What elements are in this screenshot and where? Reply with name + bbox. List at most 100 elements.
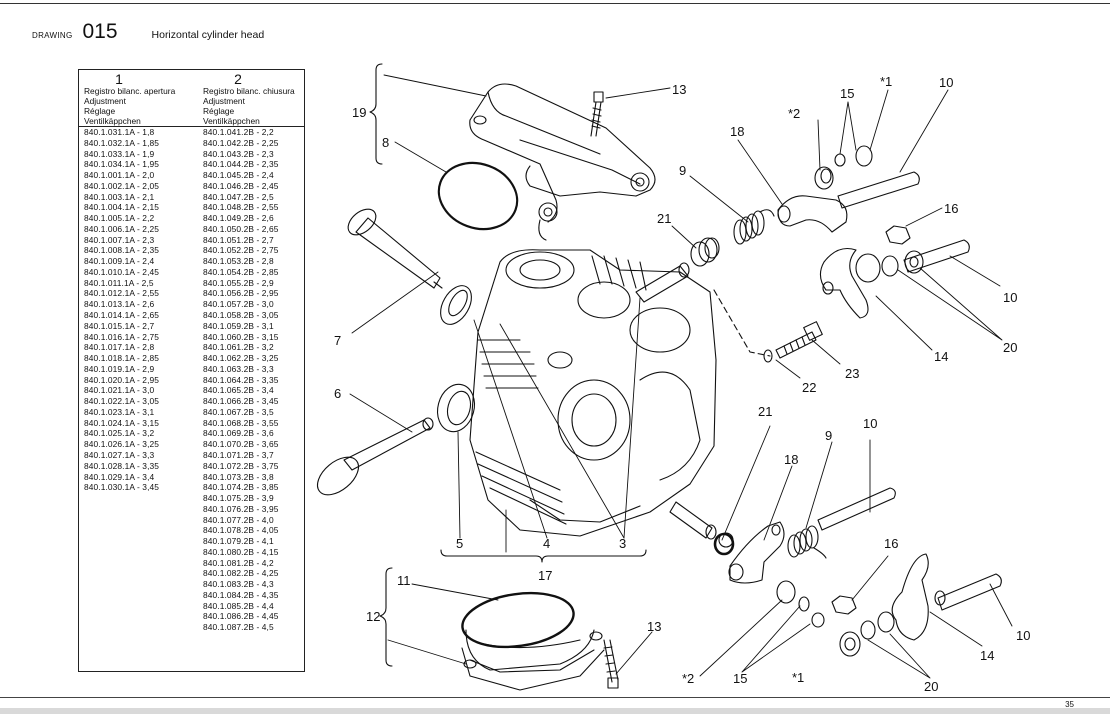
table-row: 840.1.053.2B - 2,8 (203, 256, 274, 267)
intake-manifold (461, 591, 605, 691)
column-heading-line: Registro bilanc. apertura (84, 86, 176, 96)
table-row: 840.1.067.2B - 3,5 (203, 406, 274, 417)
table-row: 840.1.009.1A - 2,4 (84, 256, 155, 267)
page-number: 35 (1065, 700, 1074, 709)
callout-9-bottom: 9 (825, 428, 832, 443)
callout-16-bottom: 16 (884, 536, 898, 551)
table-row: 840.1.054.2B - 2,85 (203, 266, 279, 277)
bracket-12 (379, 567, 393, 667)
table-row: 840.1.029.1A - 3,4 (84, 471, 155, 482)
table-row: 840.1.071.2B - 3,7 (203, 449, 274, 460)
table-row: 840.1.020.1A - 2,95 (84, 374, 160, 385)
nut-16-top (885, 225, 911, 245)
table-header-divider (79, 126, 304, 127)
callout-15-top: 15 (840, 86, 854, 101)
column-heading-line: Adjustment (84, 96, 126, 106)
callout-21-top: 21 (657, 211, 671, 226)
table-row: 840.1.069.2B - 3,6 (203, 428, 274, 439)
valve-6 (316, 417, 434, 496)
table-row: 840.1.018.1A - 2,85 (84, 353, 160, 364)
callout-star1-top: *1 (880, 74, 892, 89)
valve-7 (347, 208, 443, 289)
callout-star2-top: *2 (788, 106, 800, 121)
rocker-top (777, 195, 848, 233)
valve-guide-bottom (669, 501, 713, 539)
leader-lines (349, 74, 1013, 679)
shaft-10-mid (903, 239, 970, 273)
callout-3: 3 (619, 536, 626, 551)
callout-20-bottom: 20 (924, 679, 938, 694)
table-row: 840.1.070.2B - 3,65 (203, 439, 279, 450)
table-row: 840.1.077.2B - 4,0 (203, 514, 274, 525)
drawing-number: 015 (82, 20, 118, 43)
nut-16-bottom (831, 595, 857, 615)
table-row: 840.1.015.1A - 2,7 (84, 320, 155, 331)
callout-8: 8 (382, 135, 389, 150)
footer-rule (0, 697, 1110, 698)
o-ring-8 (437, 161, 519, 231)
table-row: 840.1.066.2B - 3,45 (203, 396, 279, 407)
table-row: 840.1.026.1A - 3,25 (84, 439, 160, 450)
table-row: 840.1.050.2B - 2,65 (203, 223, 279, 234)
spring-21-top (690, 237, 720, 267)
table-row: 840.1.057.2B - 3,0 (203, 299, 274, 310)
callout-10-top: 10 (939, 75, 953, 90)
valve-seal (440, 285, 472, 325)
table-row: 840.1.003.1A - 2,1 (84, 191, 155, 202)
adjustment-table: 1 Registro bilanc. apertura Adjustment R… (78, 69, 305, 672)
table-row: 840.1.051.2B - 2,7 (203, 234, 274, 245)
table-row: 840.1.078.2B - 4,05 (203, 525, 279, 536)
bracket-17 (440, 549, 647, 563)
table-row: 840.1.056.2B - 2,95 (203, 288, 279, 299)
callout-21-bottom: 21 (758, 404, 772, 419)
table-row: 840.1.068.2B - 3,55 (203, 417, 279, 428)
rocker-14-top (819, 247, 881, 319)
column-heading-line: Registro bilanc. chiusura (203, 86, 295, 96)
screw-13-top (590, 91, 604, 137)
shim-1-bottom (811, 612, 825, 628)
table-row: 840.1.006.1A - 2,25 (84, 223, 160, 234)
table-row: 840.1.027.1A - 3,3 (84, 449, 155, 460)
table-row: 840.1.058.2B - 3,05 (203, 310, 279, 321)
table-row: 840.1.033.1A - 1,9 (84, 148, 155, 159)
table-row: 840.1.022.1A - 3,05 (84, 396, 160, 407)
table-row: 840.1.023.1A - 3,1 (84, 406, 155, 417)
column-heading-line: Réglage (203, 106, 235, 116)
column-heading-line: Ventilkäppchen (84, 116, 141, 126)
callout-16-top: 16 (944, 201, 958, 216)
table-row: 840.1.062.2B - 3,25 (203, 353, 279, 364)
shim-2-bottom (776, 580, 796, 604)
callout-star1-bottom: *1 (792, 670, 804, 685)
callout-7: 7 (334, 333, 341, 348)
table-row: 840.1.049.2B - 2,6 (203, 213, 274, 224)
column-number: 2 (234, 71, 242, 87)
table-row: 840.1.045.2B - 2,4 (203, 170, 274, 181)
callout-6: 6 (334, 386, 341, 401)
table-row: 840.1.041.2B - 2,2 (203, 127, 274, 137)
callout-19: 19 (352, 105, 366, 120)
callout-18-bottom: 18 (784, 452, 798, 467)
callout-5: 5 (456, 536, 463, 551)
callout-9-top: 9 (679, 163, 686, 178)
table-column-closing: 2 Registro bilanc. chiusura Adjustment R… (203, 70, 303, 632)
cotter-15-top (834, 153, 846, 167)
dashed-guide (713, 289, 771, 357)
table-row: 840.1.028.1A - 3,35 (84, 460, 160, 471)
table-row: 840.1.075.2B - 3,9 (203, 493, 274, 504)
column-number: 1 (115, 71, 123, 87)
callout-11: 11 (397, 573, 411, 588)
table-row: 840.1.047.2B - 2,5 (203, 191, 274, 202)
table-row: 840.1.065.2B - 3,4 (203, 385, 274, 396)
table-row: 840.1.061.2B - 3,2 (203, 342, 274, 353)
shaft-10-top (837, 171, 920, 209)
valve-seat (436, 383, 476, 433)
valve-guide (635, 265, 689, 303)
table-row: 840.1.034.1A - 1,95 (84, 159, 160, 170)
callout-15-bottom: 15 (733, 671, 747, 686)
rocker-bottom (728, 521, 785, 584)
spring-9-top (733, 209, 775, 245)
footer-bar (0, 708, 1110, 714)
shim-1-top (855, 145, 873, 167)
spring-9-bottom (787, 525, 827, 559)
